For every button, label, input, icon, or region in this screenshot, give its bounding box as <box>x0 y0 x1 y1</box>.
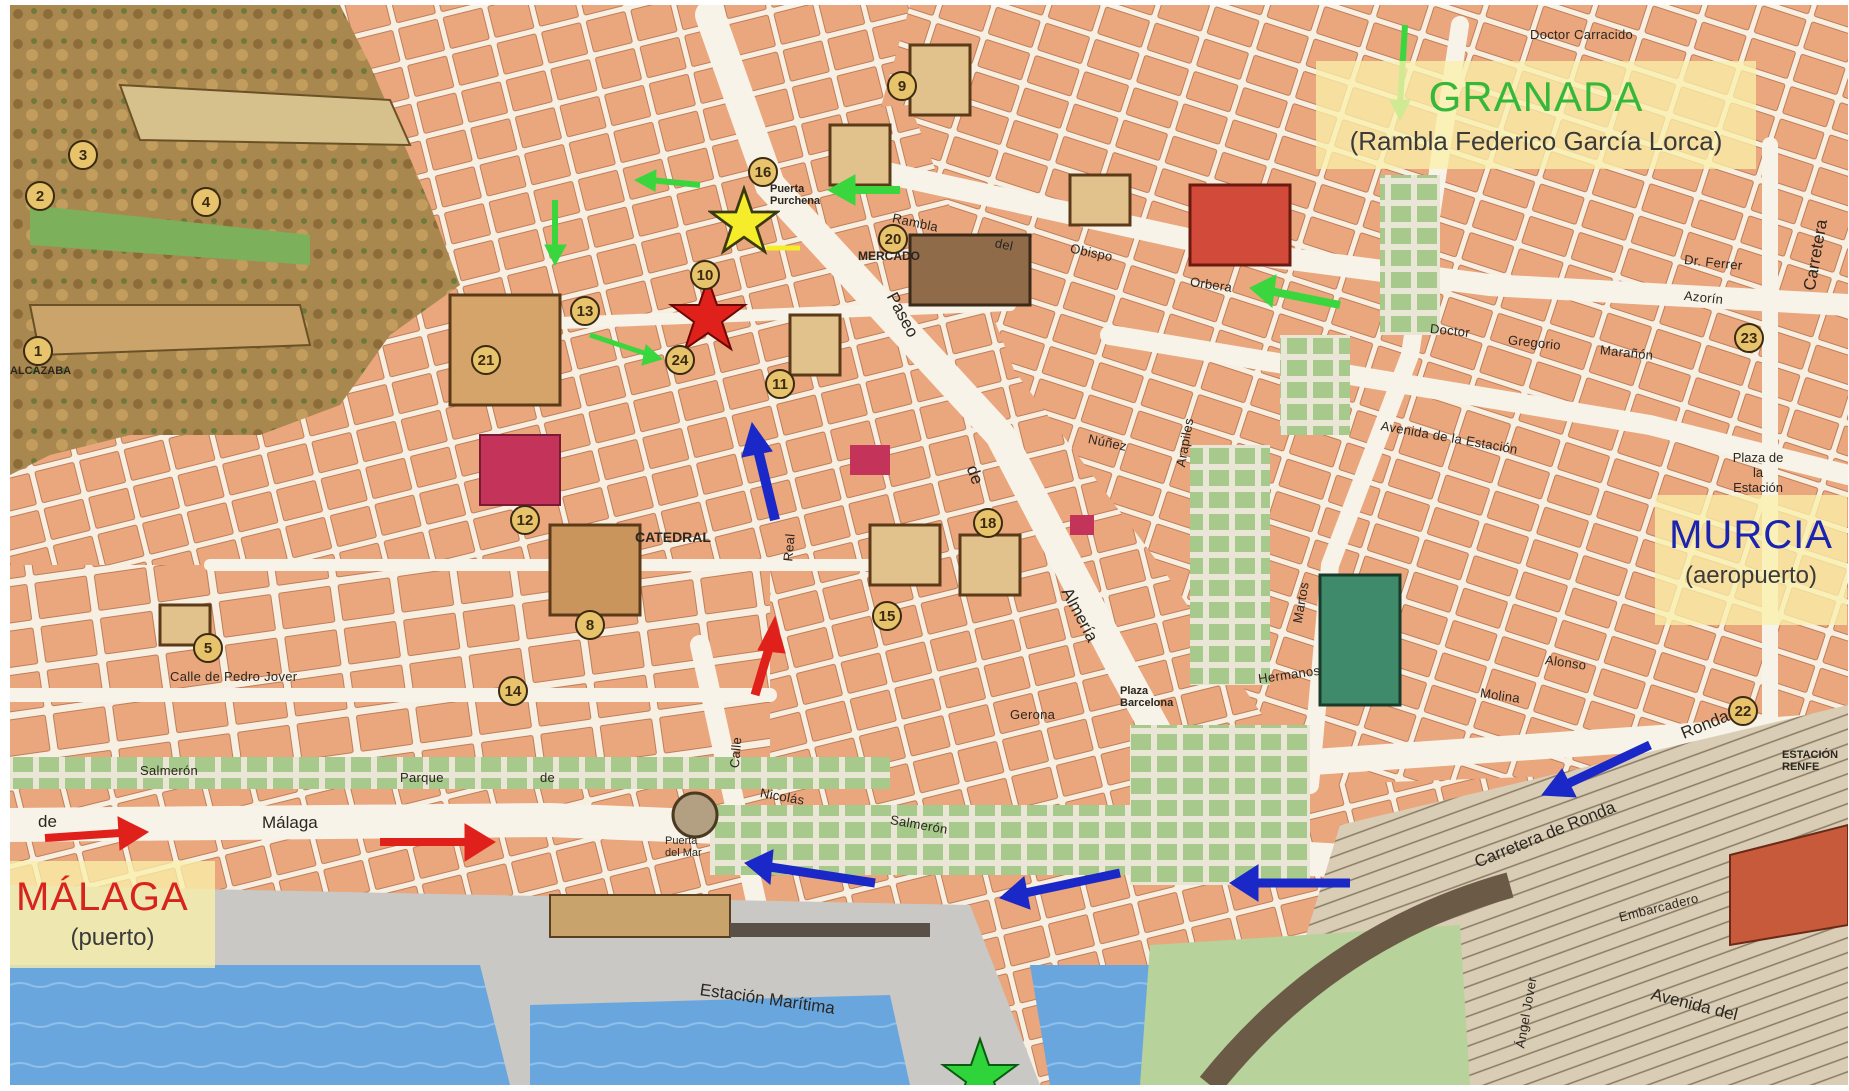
poi-marker-5[interactable]: 5 <box>193 633 223 663</box>
granada-label: GRANADA <box>1428 73 1644 120</box>
catedral-label: CATEDRAL <box>635 529 711 545</box>
street-label-plaza-barcelona: Plaza Barcelona <box>1120 685 1174 709</box>
poi-marker-12[interactable]: 12 <box>510 505 540 535</box>
red-star-icon[interactable] <box>668 275 748 355</box>
poi-marker-15[interactable]: 15 <box>872 601 902 631</box>
poi-marker-13[interactable]: 13 <box>570 296 600 326</box>
poi-marker-24[interactable]: 24 <box>665 345 695 375</box>
street-label-salmeron-west: Salmerón <box>140 763 199 778</box>
poi-marker-10[interactable]: 10 <box>690 260 720 290</box>
poi-marker-18[interactable]: 18 <box>973 508 1003 538</box>
green-star-icon[interactable] <box>940 1035 1020 1085</box>
poi-marker-20[interactable]: 20 <box>878 224 908 254</box>
poi-marker-14[interactable]: 14 <box>498 676 528 706</box>
malaga-sub-label: (puerto) <box>70 924 155 951</box>
poi-marker-1[interactable]: 1 <box>23 336 53 366</box>
murcia-label: MURCIA <box>1669 513 1833 557</box>
poi-marker-4[interactable]: 4 <box>191 187 221 217</box>
street-label-doctor-carracido: Doctor Carracido <box>1530 27 1634 42</box>
granada-destination-box[interactable]: GRANADA (Rambla Federico García Lorca) <box>1316 61 1756 169</box>
poi-marker-2[interactable]: 2 <box>25 181 55 211</box>
mercado-label: MERCADO <box>858 249 920 263</box>
murcia-sub-label: (aeropuerto) <box>1684 562 1818 589</box>
poi-marker-16[interactable]: 16 <box>748 157 778 187</box>
poi-marker-3[interactable]: 3 <box>68 140 98 170</box>
malaga-destination-box[interactable]: MÁLAGA (puerto) <box>10 861 215 968</box>
street-label-calle: Calle <box>726 736 745 769</box>
street-label-gerona: Gerona <box>1010 707 1056 722</box>
poi-marker-8[interactable]: 8 <box>575 610 605 640</box>
murcia-destination-box[interactable]: MURCIA (aeropuerto) <box>1655 495 1847 625</box>
estacion-renfe-label: ESTACIÓN RENFE <box>1782 749 1839 773</box>
plaza-estacion-label: Plaza de la Estación <box>1732 450 1784 495</box>
city-map[interactable]: 1 2 3 4 5 8 9 10 11 12 13 14 15 16 18 20… <box>10 5 1848 1085</box>
poi-marker-23[interactable]: 23 <box>1734 323 1764 353</box>
yellow-star-icon[interactable] <box>708 185 780 257</box>
street-label-malaga-road: Málaga <box>262 813 318 832</box>
street-label-de-west: de <box>38 812 57 831</box>
street-label-parque-de: de <box>540 770 556 785</box>
street-label-real: Real <box>780 532 798 563</box>
alcazaba-label: ALCAZABA <box>10 365 72 377</box>
puerta-del-mar-label: Puerta del Mar <box>665 835 702 859</box>
poi-marker-22[interactable]: 22 <box>1728 696 1758 726</box>
malaga-label: MÁLAGA <box>16 875 189 919</box>
poi-marker-21[interactable]: 21 <box>471 345 501 375</box>
street-label-pedro-jover: Calle de Pedro Jover <box>170 669 298 684</box>
poi-marker-9[interactable]: 9 <box>887 71 917 101</box>
street-label-parque: Parque <box>400 770 444 785</box>
puerta-purchena-label: Puerta Purchena <box>770 183 821 207</box>
poi-marker-11[interactable]: 11 <box>765 369 795 399</box>
granada-sub-label: (Rambla Federico García Lorca) <box>1349 126 1723 156</box>
